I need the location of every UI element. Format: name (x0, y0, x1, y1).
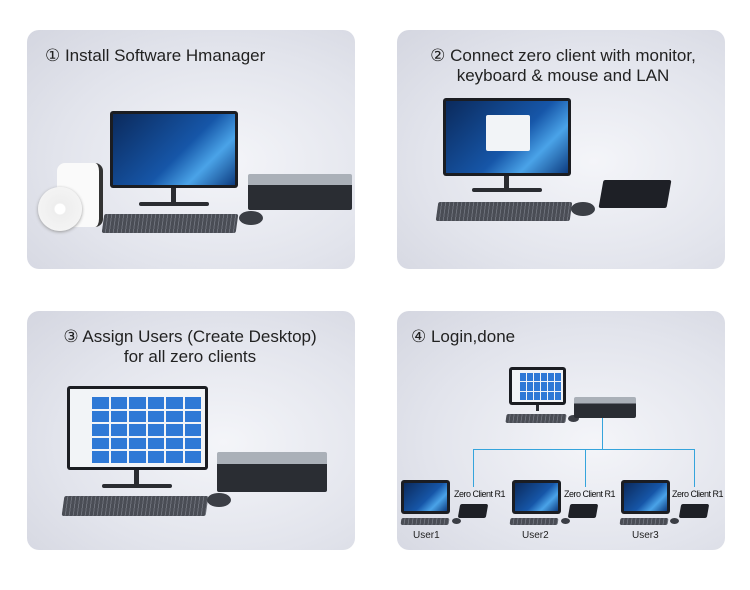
mouse (568, 415, 579, 422)
monitor (621, 480, 670, 514)
monitor (512, 480, 561, 514)
step-2-card: ② Connect zero client with monitor, keyb… (397, 30, 725, 269)
zero-client-device (457, 504, 489, 518)
user-label: User2 (522, 530, 549, 541)
step-3-card: ③ Assign Users (Create Desktop) for all … (27, 311, 355, 550)
monitor (110, 111, 238, 188)
mouse (561, 518, 570, 524)
step-2-title-line2: keyboard & mouse and LAN (456, 66, 670, 85)
network-line (473, 449, 695, 450)
user-label: User1 (413, 530, 440, 541)
keyboard (400, 518, 450, 525)
admin-monitor (509, 367, 566, 405)
server (248, 174, 352, 210)
keyboard (509, 518, 559, 525)
network-line (473, 449, 474, 487)
step-4-title: ④ Login,done (411, 327, 516, 346)
step-4-card: ④ Login,done Zero Client R1 User1 Zero C… (397, 311, 725, 550)
mouse (239, 211, 263, 225)
server (574, 397, 636, 418)
zero-client-label: Zero Client R1 (454, 489, 506, 499)
server (217, 452, 327, 492)
network-line (602, 418, 603, 449)
zero-client-label: Zero Client R1 (564, 489, 616, 499)
step-3-title-line2: for all zero clients (123, 347, 257, 366)
zero-client-device (598, 180, 672, 208)
step-3-title-line1: ③ Assign Users (Create Desktop) (63, 327, 317, 346)
step-2-title-line1: ② Connect zero client with monitor, (430, 46, 696, 65)
step-1-title: ① Install Software Hmanager (45, 46, 266, 65)
mouse (571, 202, 595, 216)
keyboard (61, 496, 209, 516)
keyboard (505, 414, 567, 423)
network-line (694, 449, 695, 487)
step-2-title: ② Connect zero client with monitor, keyb… (401, 46, 725, 86)
keyboard (619, 518, 669, 525)
monitor (401, 480, 450, 514)
keyboard (101, 214, 239, 233)
network-line (585, 449, 586, 487)
mouse (452, 518, 461, 524)
step-1-card: ① Install Software Hmanager (27, 30, 355, 269)
mouse (207, 493, 231, 507)
user-label: User3 (632, 530, 659, 541)
monitor-management-app (67, 386, 208, 470)
step-3-title: ③ Assign Users (Create Desktop) for all … (27, 327, 355, 367)
zero-client-label: Zero Client R1 (672, 489, 724, 499)
zero-client-device (678, 504, 710, 518)
keyboard (435, 202, 573, 221)
monitor (443, 98, 571, 176)
mouse (670, 518, 679, 524)
software-box-icon (33, 163, 103, 233)
zero-client-device (567, 504, 599, 518)
